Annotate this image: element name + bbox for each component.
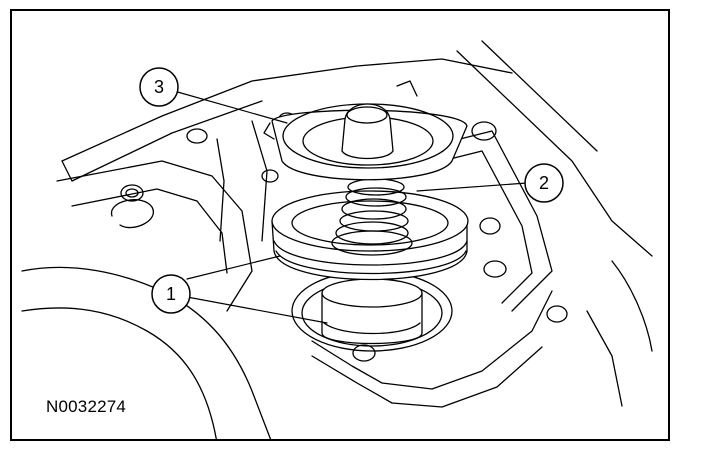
thermostat-spring bbox=[331, 178, 413, 256]
callout-2: 2 bbox=[524, 163, 564, 203]
thermostat-seal-ring bbox=[271, 190, 469, 281]
leader-lines bbox=[173, 90, 528, 324]
callout-2-label: 2 bbox=[539, 173, 549, 193]
thermostat-illustration: 3 2 1 bbox=[21, 40, 653, 439]
figure-id-label: N0032274 bbox=[46, 397, 127, 416]
callout-3: 3 bbox=[139, 67, 179, 107]
thermostat-valve-cap bbox=[341, 103, 394, 160]
callout-1-label: 1 bbox=[166, 284, 176, 304]
figure-frame: 3 2 1 N0032274 bbox=[10, 9, 670, 441]
thermostat-body bbox=[321, 278, 423, 345]
callout-1: 1 bbox=[151, 274, 191, 314]
callout-3-label: 3 bbox=[154, 77, 164, 97]
housing-outline bbox=[21, 40, 653, 439]
